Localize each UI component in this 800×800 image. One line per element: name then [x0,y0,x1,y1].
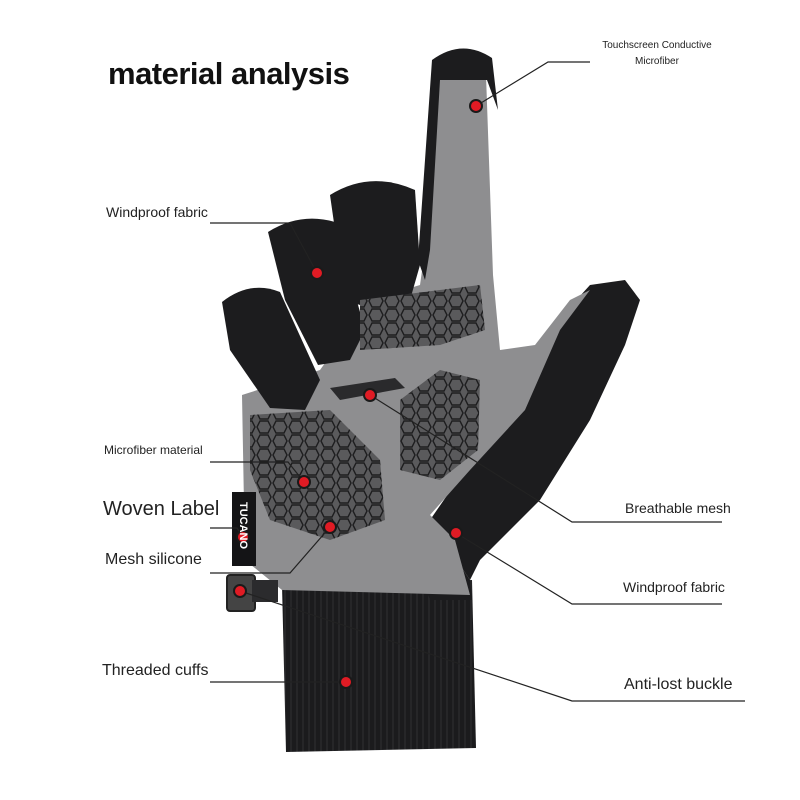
leader-mesh-silicone [210,526,331,574]
marker-dots [233,99,483,689]
leader-anti-lost [239,590,745,702]
glove-cuff [282,580,476,752]
label-touchscreen-line2: Microfiber [635,56,679,67]
leader-windproof-right [455,532,722,605]
label-windproof-right: Windproof fabric [623,579,725,595]
label-touchscreen: Touchscreen Conductive Microfiber [592,38,722,70]
marker-windproof-right [449,526,463,540]
label-microfiber: Microfiber material [104,443,203,457]
label-breathable: Breathable mesh [625,500,731,516]
label-threaded: Threaded cuffs [102,662,209,679]
leader-lines [210,61,745,702]
leader-windproof-top [210,222,318,274]
marker-windproof-top [310,266,324,280]
marker-touchscreen [469,99,483,113]
leader-touchscreen [475,61,590,107]
glove-index-finger [418,48,498,280]
marker-microfiber [297,475,311,489]
label-touchscreen-line1: Touchscreen Conductive [602,40,712,51]
label-woven: Woven Label [103,498,220,520]
label-anti-lost: Anti-lost buckle [624,676,733,693]
glove-thumb [430,280,640,580]
glove-middle-finger [330,181,420,310]
page-title: material analysis [108,56,350,91]
marker-threaded [339,675,353,689]
label-mesh-silicone: Mesh silicone [105,551,202,568]
marker-mesh-silicone [323,520,337,534]
glove-ring-finger [268,218,365,365]
marker-anti-lost [233,584,247,598]
leader-breathable [369,394,722,523]
marker-woven [236,530,250,544]
brand-tag-text: TUCANO [237,502,249,549]
marker-breathable [363,388,377,402]
label-windproof-top: Windproof fabric [106,204,208,220]
leader-microfiber [210,461,305,483]
glove-little-finger [222,287,320,410]
woven-label-tag [232,492,256,566]
